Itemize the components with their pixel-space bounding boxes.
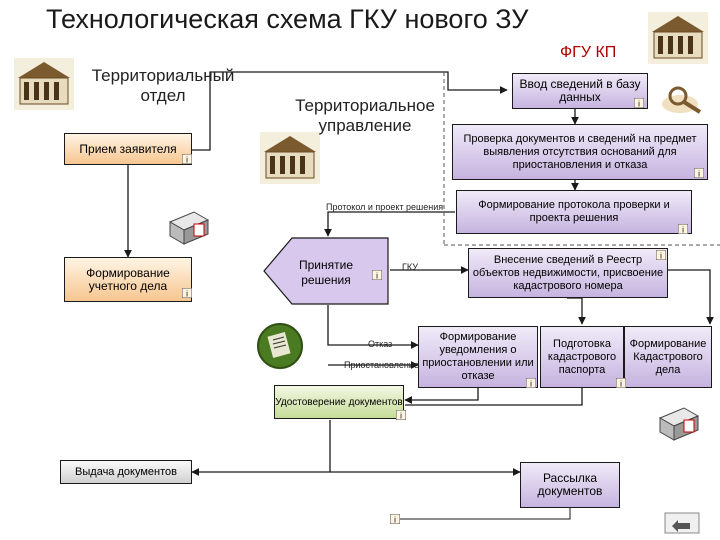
svg-text:i: i <box>682 226 684 235</box>
gku-label: ГКУ <box>402 262 418 272</box>
doc-check-label: Проверка документов и сведений на предме… <box>463 132 697 171</box>
building-icon <box>260 132 320 184</box>
data-entry-box[interactable]: Ввод сведений в базу данных <box>512 73 648 109</box>
mailing-label: Рассылка документов <box>537 471 603 498</box>
certify-label: Удостоверение документов <box>275 396 403 408</box>
register-entry-label: Внесение сведений в Реестр объектов недв… <box>472 253 664 292</box>
register-entry-box[interactable]: Внесение сведений в Реестр объектов недв… <box>468 248 668 298</box>
info-icon[interactable]: i <box>372 270 382 280</box>
info-icon[interactable]: i <box>390 514 400 524</box>
magnifier-icon <box>662 86 702 114</box>
svg-text:i: i <box>530 380 532 389</box>
account-file-label: Формирование учетного дела <box>86 265 170 293</box>
svg-text:i: i <box>638 100 640 109</box>
svg-text:i: i <box>400 412 402 421</box>
account-file-box[interactable]: Формирование учетного дела <box>64 257 192 302</box>
info-icon[interactable]: i <box>694 168 704 178</box>
info-icon[interactable]: i <box>396 410 406 420</box>
notice-box[interactable]: Формирование уведомления о приостановлен… <box>418 326 538 388</box>
doc-check-box[interactable]: Проверка документов и сведений на предме… <box>452 124 708 180</box>
svg-text:i: i <box>620 380 622 389</box>
territorial-dept-label: Территориальный отдел <box>91 66 235 105</box>
certify-box[interactable]: Удостоверение документов <box>274 385 404 419</box>
data-entry-label: Ввод сведений в базу данных <box>519 77 641 104</box>
issue-label: Выдача документов <box>75 465 177 478</box>
suspension-label: Приостановление <box>344 360 419 370</box>
passport-box[interactable]: Подготовка кадастрового паспорта <box>540 326 624 388</box>
printer-icon <box>168 211 210 245</box>
decision-shape[interactable] <box>262 236 392 306</box>
protocol-forming-label: Формирование протокола проверки и проект… <box>478 199 670 224</box>
cadastral-file-label: Формирование Кадастрового дела <box>629 337 707 376</box>
info-icon[interactable]: i <box>634 98 644 108</box>
passport-label: Подготовка кадастрового паспорта <box>547 337 617 376</box>
svg-text:i: i <box>376 272 378 281</box>
territorial-admin-label: Территориальное управление <box>295 96 435 135</box>
svg-text:i: i <box>186 290 188 299</box>
info-icon[interactable]: i <box>182 288 192 298</box>
decision-label: Принятие решения <box>299 258 353 287</box>
protocol-forming-box[interactable]: Формирование протокола проверки и проект… <box>456 190 692 234</box>
svg-text:i: i <box>698 170 700 179</box>
info-icon[interactable]: i <box>526 378 536 388</box>
svg-text:i: i <box>394 516 396 525</box>
printer-icon <box>658 407 700 441</box>
issue-box[interactable]: Выдача документов <box>60 460 192 484</box>
reception-label: Прием заявителя <box>79 141 177 156</box>
building-icon <box>14 58 74 110</box>
protocol-label: Протокол и проект решения <box>326 202 444 212</box>
svg-text:i: i <box>660 252 662 261</box>
fgu-kp-label: ФГУ КП <box>560 44 617 61</box>
page-title: Технологическая схема ГКУ нового ЗУ <box>46 4 529 34</box>
mailing-box[interactable]: Рассылка документов <box>520 462 620 508</box>
reception-box[interactable]: Прием заявителя <box>64 133 192 165</box>
document-icon <box>257 323 303 369</box>
svg-text:i: i <box>186 156 188 165</box>
return-icon[interactable] <box>664 512 700 534</box>
info-icon[interactable]: i <box>182 154 192 164</box>
info-icon[interactable]: i <box>656 250 666 260</box>
info-icon[interactable]: i <box>678 224 688 234</box>
notice-label: Формирование уведомления о приостановлен… <box>422 331 534 382</box>
refusal-label: Отказ <box>368 339 393 349</box>
cadastral-file-box[interactable]: Формирование Кадастрового дела <box>624 326 712 388</box>
building-icon <box>648 12 708 64</box>
info-icon[interactable]: i <box>616 378 626 388</box>
